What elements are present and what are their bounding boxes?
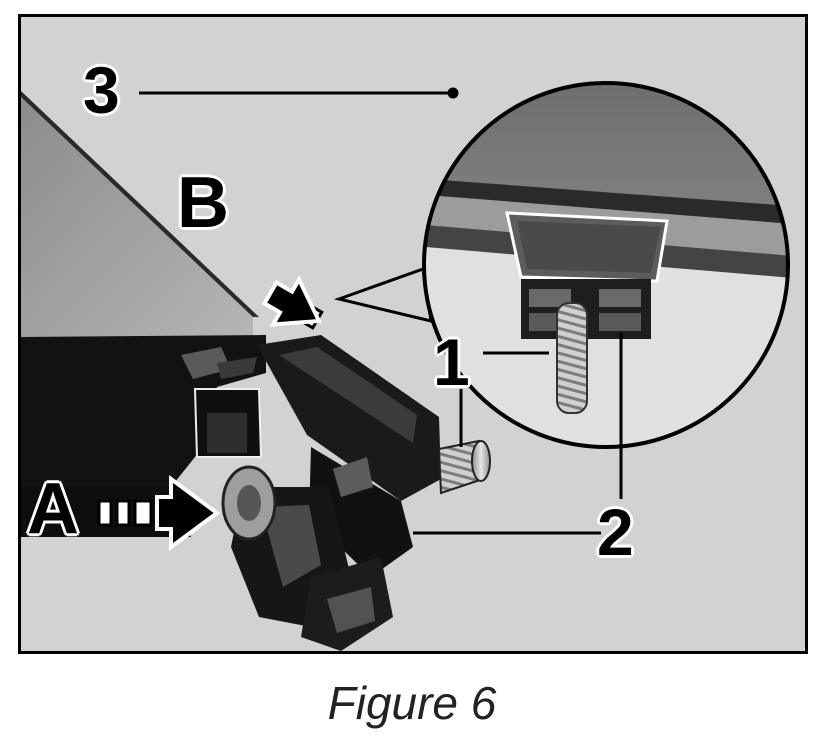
assembly-illustration: [21, 81, 790, 651]
callout-b: B: [177, 163, 229, 243]
callout-a: A: [27, 469, 79, 549]
callout-2: 2: [597, 495, 634, 569]
callout-3: 3: [83, 53, 120, 127]
arrow-a: [97, 475, 221, 551]
clamp-assembly: [193, 335, 491, 651]
figure-caption: Figure 6: [327, 677, 497, 729]
detail-lens: [333, 81, 790, 449]
leader-dot-3: [447, 87, 459, 99]
figure-frame: 3 B 1 A 2: [18, 14, 808, 654]
leader-lines: [139, 87, 623, 535]
arrow-b: [261, 275, 324, 330]
callout-1: 1: [433, 325, 470, 399]
